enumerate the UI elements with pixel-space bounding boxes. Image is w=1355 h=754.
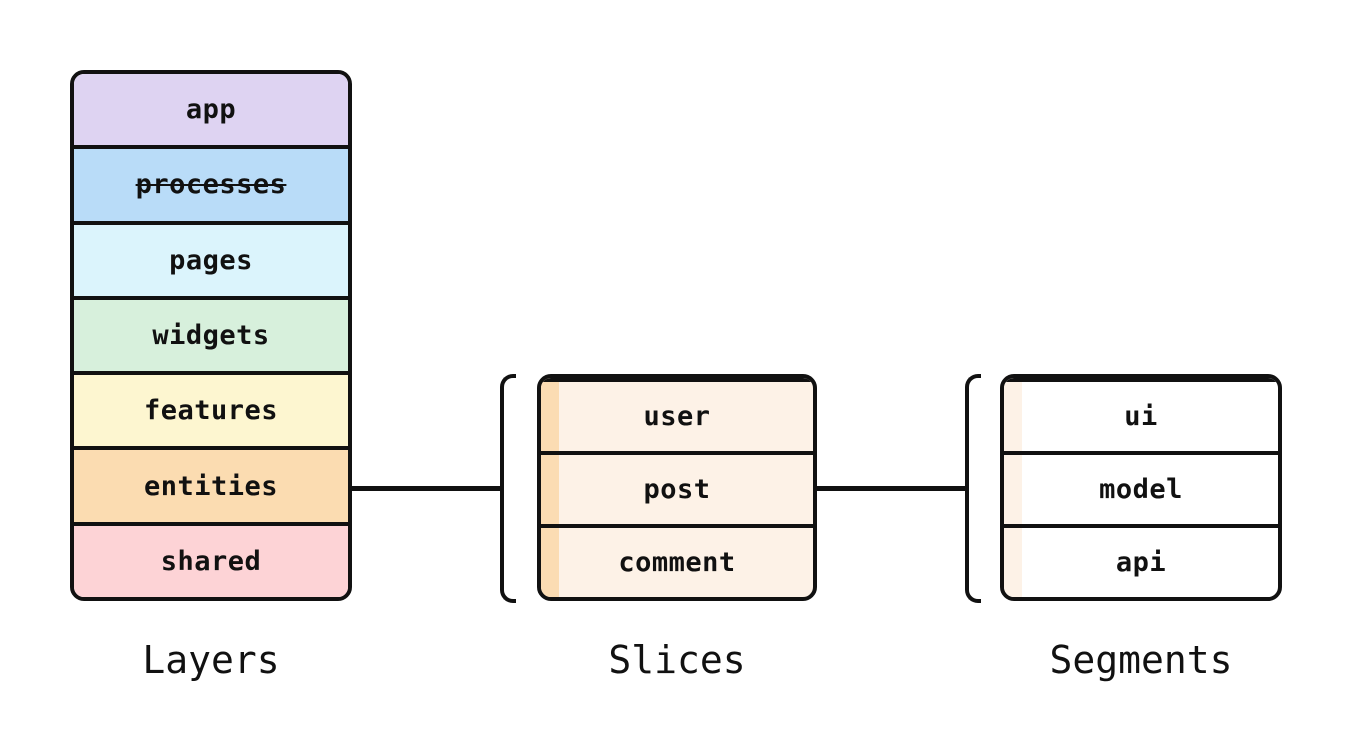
layer-label-features: features [143, 395, 279, 427]
layer-row-entities: entities [74, 446, 348, 522]
layer-row-app: app [74, 74, 348, 146]
segments-open-bracket-icon [965, 374, 981, 603]
segment-row-model: model [1004, 451, 1278, 524]
layer-label-app: app [185, 94, 237, 126]
layer-label-entities: entities [143, 470, 279, 502]
layers-caption: Layers [142, 638, 280, 682]
segment-row-ui: ui [1004, 378, 1278, 451]
slices-caption: Slices [608, 638, 746, 682]
layer-label-pages: pages [169, 244, 253, 276]
slices-left-stripe [541, 378, 559, 597]
slice-row-comment: comment [541, 524, 813, 597]
layer-row-processes: processes [74, 145, 348, 221]
layer-label-shared: shared [160, 545, 262, 577]
slices-box: user post comment [537, 374, 817, 601]
segment-label-api: api [1115, 547, 1167, 578]
slice-label-comment: comment [618, 547, 736, 578]
connector-layers-to-slices [352, 486, 502, 491]
slice-row-user: user [541, 378, 813, 451]
slices-open-bracket-icon [500, 374, 516, 603]
slice-row-post: post [541, 451, 813, 524]
segments-left-stripe [1004, 378, 1022, 597]
connector-slices-to-segments [815, 486, 967, 491]
segment-row-api: api [1004, 524, 1278, 597]
layer-row-widgets: widgets [74, 295, 348, 372]
segments-caption: Segments [1049, 638, 1233, 682]
layer-label-widgets: widgets [152, 319, 270, 351]
layers-stack: app processes pages widgets features ent… [70, 70, 352, 601]
segment-label-model: model [1099, 474, 1183, 505]
slice-label-post: post [643, 474, 711, 505]
segment-label-ui: ui [1124, 401, 1158, 432]
layer-row-pages: pages [74, 220, 348, 296]
layer-row-shared: shared [74, 521, 348, 597]
layer-row-features: features [74, 371, 348, 447]
segments-box: ui model api [1000, 374, 1282, 601]
layer-label-processes: processes [135, 169, 287, 201]
slice-label-user: user [643, 401, 711, 432]
